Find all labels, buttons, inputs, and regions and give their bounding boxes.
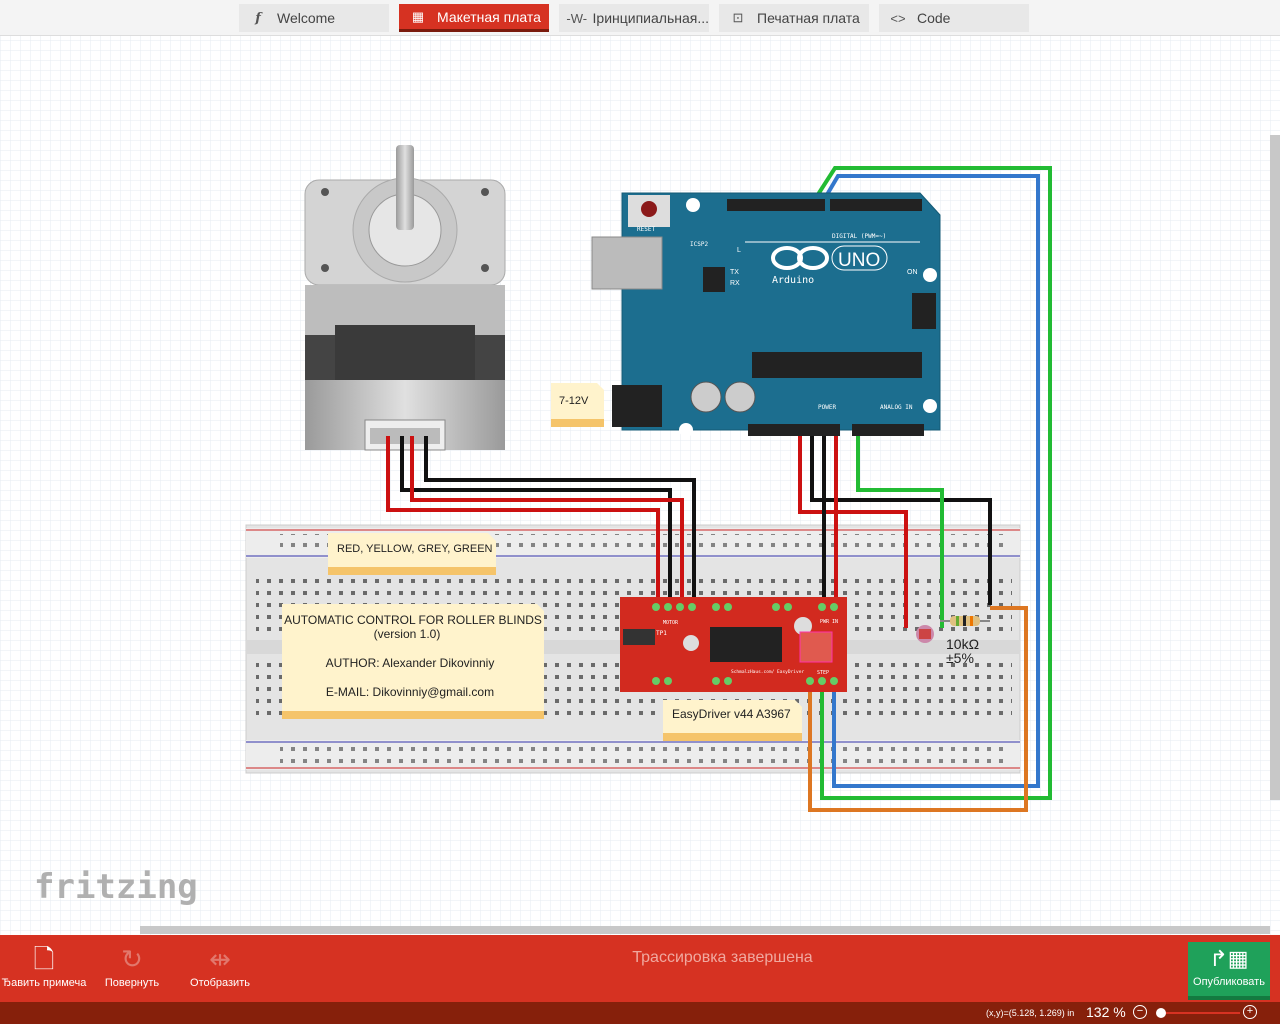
note-motor-wires[interactable]: RED, YELLOW, GREY, GREEN: [328, 533, 496, 575]
stepper-motor[interactable]: [304, 145, 506, 451]
photoresistor[interactable]: [916, 625, 934, 643]
resistor[interactable]: 10kΩ ±5%: [940, 616, 990, 666]
tab-pcb[interactable]: ⊡ Печатная плата: [719, 4, 869, 32]
tab-welcome[interactable]: f Welcome: [239, 4, 389, 32]
routing-status: Трассировка завершена: [632, 949, 813, 966]
note-icon: 🗋: [33, 944, 55, 974]
resistor-tolerance: ±5%: [946, 650, 974, 666]
button-label: Повернуть: [104, 977, 160, 989]
on-label: ON: [907, 269, 918, 276]
zoom-level: 132 %: [1086, 1004, 1126, 1020]
fritzing-logo: fritzing: [34, 867, 198, 907]
step-label: STEP: [817, 670, 829, 676]
share-icon: ↱▦: [1209, 946, 1249, 971]
add-note-button[interactable]: 🗋 Ђавить примеча: [0, 941, 88, 989]
led-l-label: L: [737, 247, 741, 254]
flip-icon: ⇹: [209, 944, 231, 974]
reset-label: RESET: [637, 226, 655, 233]
arduino-brand: Arduino: [772, 275, 814, 286]
rx-label: RX: [730, 280, 740, 287]
note-title: AUTOMATIC CONTROL FOR ROLLER BLINDS: [284, 613, 542, 627]
note-text: EasyDriver v44 A3967: [672, 707, 791, 721]
schematic-icon: -W-: [566, 10, 588, 26]
zoom-slider[interactable]: [1160, 1012, 1240, 1014]
pwr-in-label: PWR IN: [820, 619, 838, 625]
pcb-icon: ⊡: [732, 10, 744, 25]
tab-label: Печатная плата: [757, 10, 860, 26]
note-text: RED, YELLOW, GREY, GREEN: [337, 543, 493, 555]
wires[interactable]: [386, 166, 1052, 812]
tx-label: TX: [730, 269, 739, 276]
note-project-info[interactable]: AUTOMATIC CONTROL FOR ROLLER BLINDS (ver…: [282, 604, 544, 719]
power-label: POWER: [818, 404, 836, 411]
resistor-value: 10kΩ: [946, 636, 979, 652]
fritzing-f-icon: f: [255, 10, 261, 26]
tab-label: Іринципиальная...: [592, 10, 709, 26]
easydriver-board[interactable]: MOTOR TP1 PWR IN STEP SchmalzHaus.com/ E…: [620, 597, 847, 692]
cursor-coordinates: (x,y)=(5.128, 1.269) in: [986, 1008, 1075, 1018]
breadboard-icon: ▦: [411, 8, 425, 24]
tab-label: Code: [917, 10, 951, 26]
note-version: (version 1.0): [374, 627, 441, 641]
analog-label: ANALOG IN: [880, 404, 913, 411]
tab-label: Макетная плата: [437, 8, 541, 25]
bottom-toolbar: 🗋 Ђавить примеча ↻ Повернуть ⇹ Отобразить Т…: [0, 935, 1280, 1002]
tab-schematic[interactable]: -W-Іринципиальная...: [559, 4, 709, 32]
button-label: Отобразить: [190, 977, 250, 989]
zoom-slider-handle[interactable]: [1156, 1008, 1166, 1018]
button-label: Ђавить примеча: [1, 977, 87, 989]
rotate-button[interactable]: ↻ Повернуть: [88, 941, 176, 989]
arduino-logo: [771, 246, 829, 270]
note-email: E-MAIL: Dikovinniy@gmail.com: [326, 685, 494, 699]
note-power[interactable]: 7-12V: [551, 383, 604, 427]
digital-label: DIGITAL (PWM=~): [832, 233, 886, 240]
note-author: AUTHOR: Alexander Dikovinniy: [326, 656, 495, 670]
status-bar: (x,y)=(5.128, 1.269) in 132 % − +: [0, 1002, 1280, 1024]
note-driver[interactable]: EasyDriver v44 A3967: [663, 700, 802, 741]
button-label: Опубликовать: [1193, 976, 1265, 988]
tab-breadboard[interactable]: ▦ Макетная плата: [399, 4, 549, 32]
arduino-uno[interactable]: RESET ICSP2 DIGITAL (PWM=~) L TX RX UNO …: [591, 192, 941, 437]
uno-label: UNO: [838, 250, 880, 271]
zoom-out-icon[interactable]: −: [1133, 1005, 1147, 1019]
flip-button[interactable]: ⇹ Отобразить: [176, 941, 264, 989]
tp1-label: TP1: [656, 630, 667, 637]
tab-code[interactable]: <> Code: [879, 4, 1029, 32]
icsp2-label: ICSP2: [690, 241, 708, 248]
zoom-in-icon[interactable]: +: [1243, 1005, 1257, 1019]
horizontal-scrollbar[interactable]: [140, 926, 1270, 934]
motor-label: MOTOR: [663, 620, 679, 626]
breadboard-canvas[interactable]: RESET ICSP2 DIGITAL (PWM=~) L TX RX UNO …: [0, 36, 1280, 935]
site-label: SchmalzHaus.com/ EasyDriver: [731, 669, 804, 675]
code-icon: <>: [890, 10, 906, 26]
rotate-icon: ↻: [121, 944, 143, 974]
tab-bar: f Welcome ▦ Макетная плата -W-Іринципиальн…: [0, 0, 1280, 36]
publish-button[interactable]: ↱▦ Опубликовать: [1188, 942, 1270, 1000]
vertical-scrollbar[interactable]: [1270, 135, 1280, 800]
note-text: 7-12V: [559, 395, 589, 407]
tab-label: Welcome: [277, 10, 336, 26]
